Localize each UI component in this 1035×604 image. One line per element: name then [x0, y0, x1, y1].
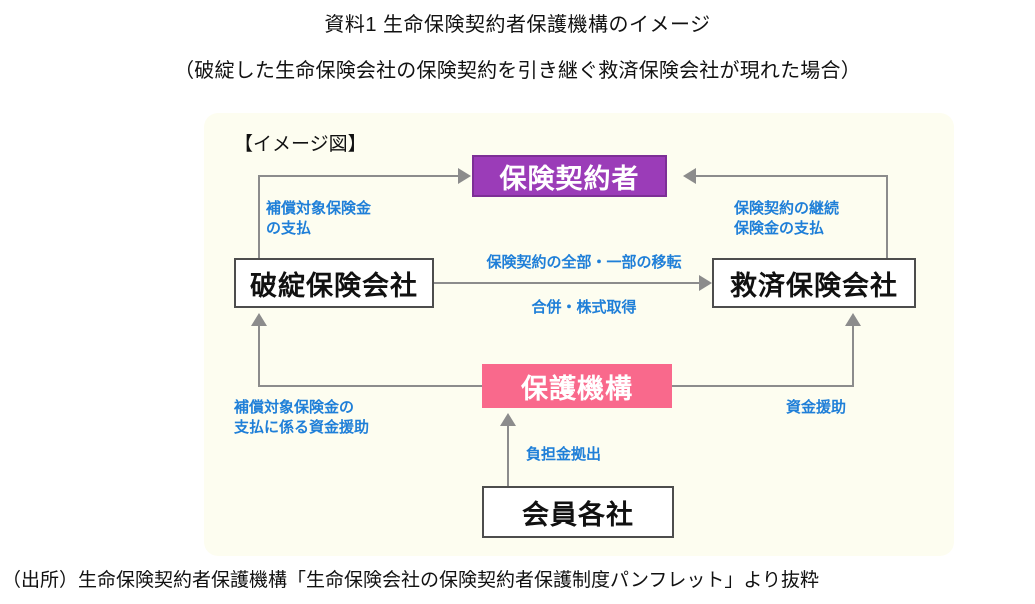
node-protection-organization[interactable]: 保護機構: [482, 364, 672, 408]
source-note: （出所）生命保険契約者保護機構「生命保険会社の保険契約者保護制度パンフレット」よ…: [2, 570, 820, 591]
arrowhead-transfer: [699, 275, 712, 291]
edge-label-fund-support-line2: 支払に係る資金援助: [234, 419, 370, 437]
node-member-companies[interactable]: 会員各社: [482, 486, 674, 538]
connector-comp-pay-horizontal: [258, 175, 458, 177]
arrowhead-continue: [683, 168, 696, 184]
connector-continue-vertical: [886, 176, 888, 258]
edge-label-fund-support-line1: 補償対象保険金の: [234, 399, 355, 416]
edge-label-contract-continuation: 保険契約の継続 保険金の支払: [734, 199, 839, 240]
page-subtitle: （破綻した生命保険会社の保険契約を引き継ぐ救済保険会社が現れた場合）: [174, 60, 861, 82]
edge-label-contract-continuation-line2: 保険金の支払: [734, 220, 825, 238]
connector-fund-support-vertical: [258, 326, 260, 386]
node-failed-insurer[interactable]: 破綻保険会社: [234, 258, 434, 308]
edge-label-merger-share-acquisition: 合併・株式取得: [531, 299, 637, 316]
edge-label-compensation-payment: 補償対象保険金 の支払: [266, 199, 371, 240]
node-rescue-insurer[interactable]: 救済保険会社: [712, 258, 916, 308]
page-title: 資料1 生命保険契約者保護機構のイメージ: [324, 14, 711, 36]
connector-contribution: [507, 426, 509, 488]
connector-comp-pay-vertical: [258, 176, 260, 258]
edge-label-contribution: 負担金拠出: [526, 446, 602, 463]
edge-label-compensation-payment-line1: 補償対象保険金: [266, 200, 372, 217]
arrowhead-fund-aid: [845, 313, 861, 326]
connector-continue-horizontal: [696, 175, 888, 177]
connector-fund-aid-horizontal: [670, 385, 854, 387]
edge-label-financial-aid: 資金援助: [786, 399, 847, 416]
diagram-panel: 【イメージ図】 保険契約者 破綻保険会社 救済保険会社 保護機構 会員各社 補償…: [204, 113, 954, 556]
arrowhead-contribution: [500, 413, 516, 426]
node-policyholder[interactable]: 保険契約者: [472, 155, 667, 197]
arrowhead-fund-support: [251, 313, 267, 326]
edge-label-contract-continuation-line1: 保険契約の継続: [734, 200, 840, 217]
edge-label-compensation-payment-line2: の支払: [266, 220, 312, 238]
connector-transfer: [434, 282, 699, 284]
connector-fund-support-horizontal: [258, 385, 484, 387]
connector-fund-aid-vertical: [852, 326, 854, 386]
arrowhead-comp-pay: [458, 168, 471, 184]
edge-label-contract-transfer: 保険契約の全部・一部の移転: [486, 254, 682, 271]
diagram-caption: 【イメージ図】: [234, 134, 367, 155]
edge-label-fund-support: 補償対象保険金の 支払に係る資金援助: [234, 398, 369, 439]
